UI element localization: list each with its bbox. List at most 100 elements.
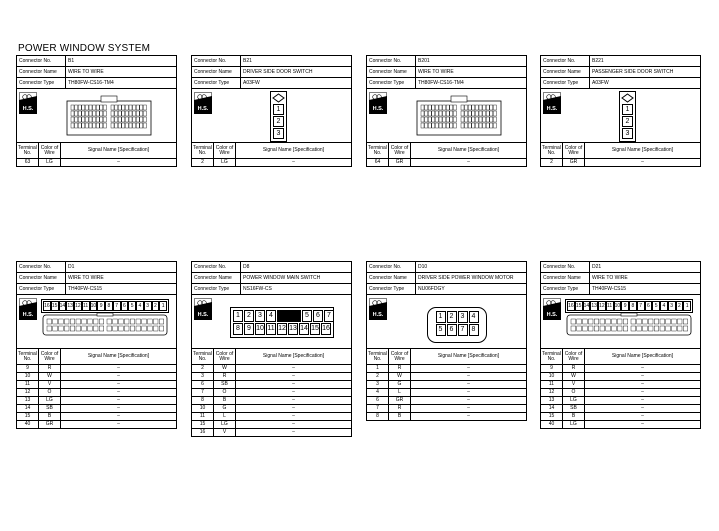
connector-type-label: Connector Type: [191, 77, 241, 89]
pin-cell: 15: [50, 301, 59, 311]
signal-name-cell: –: [410, 380, 527, 389]
terminal-no-cell: 11: [191, 412, 214, 421]
pin-cell: 12: [277, 323, 287, 335]
pin-cell: 4: [468, 311, 479, 323]
connector-body-40pin: [42, 313, 168, 336]
table-row: 8 B –: [191, 396, 352, 405]
signal-name-cell: –: [584, 404, 701, 413]
connector-no-label: Connector No.: [191, 261, 241, 273]
connector-name-value: PASSENGER SIDE DOOR SWITCH: [589, 66, 701, 78]
table-row: 9 R –: [540, 364, 701, 373]
connector-name-value: WIRE TO WIRE: [65, 272, 177, 284]
pin-cell: 7: [324, 310, 334, 322]
terminal-no-cell: 7: [191, 388, 214, 397]
connector-name-value: DRIVER SIDE POWER WINDOW MOTOR: [415, 272, 527, 284]
terminal-no-cell: 3: [191, 372, 214, 381]
terminal-no-cell: 2: [366, 372, 389, 381]
terminal-no-cell: 15: [191, 420, 214, 429]
wire-color-cell: G: [213, 404, 236, 413]
pin-cell: 9: [97, 301, 105, 311]
signal-name-cell: –: [235, 364, 352, 373]
pin-cell: 14: [582, 301, 591, 311]
signal-name-cell: –: [60, 420, 177, 429]
hs-icon: H.S.: [369, 92, 387, 114]
signal-name-cell: –: [235, 372, 352, 381]
pin-cell: 2: [244, 310, 254, 322]
pin-cell: 4: [660, 301, 668, 311]
signal-name-cell: –: [60, 396, 177, 405]
wire-color-cell: V: [562, 380, 585, 389]
table-row: 8 B –: [366, 412, 527, 421]
connector-diagram: H.S.: [16, 89, 177, 142]
connector-face-80pin: [416, 95, 502, 136]
pin-cell: 5: [128, 301, 136, 311]
latch-icon: [621, 93, 634, 103]
terminal-no-cell: 11: [16, 380, 39, 389]
table-row: 7 O –: [191, 388, 352, 397]
signal-name-header: Signal Name [Specification]: [410, 142, 527, 159]
wire-color-cell: W: [38, 372, 61, 381]
terminal-no-cell: 1: [366, 364, 389, 373]
pin-cell: 2: [151, 301, 160, 311]
wire-color-cell: R: [213, 372, 236, 381]
terminal-no-cell: 12: [16, 388, 39, 397]
signal-name-cell: –: [410, 396, 527, 405]
pin-cell: 8: [233, 323, 243, 335]
connector-no-value: D21: [589, 261, 701, 273]
pin-cell: 11: [81, 301, 90, 311]
signal-name-cell: –: [584, 364, 701, 373]
signal-name-cell: –: [235, 158, 352, 167]
connector-type-label: Connector Type: [191, 283, 241, 295]
table-row: 10 W –: [16, 372, 177, 381]
signal-name-cell: –: [235, 420, 352, 429]
connector-name-label: Connector Name: [16, 272, 66, 284]
wire-color-cell: R: [562, 364, 585, 373]
wire-color-cell: B: [388, 412, 411, 421]
terminal-no-header: Terminal No.: [191, 142, 214, 159]
table-row: 2 W –: [366, 372, 527, 381]
color-of-wire-header: Color of Wire: [388, 142, 411, 159]
wire-color-cell: V: [38, 380, 61, 389]
wire-color-cell: LG: [562, 420, 585, 429]
connector-no-value: B1: [65, 55, 177, 67]
pin-cell: 5: [652, 301, 660, 311]
table-row: 16 V –: [191, 428, 352, 437]
color-of-wire-header: Color of Wire: [213, 348, 236, 365]
connector-type-label: Connector Type: [366, 283, 416, 295]
terminal-no-cell: 2: [191, 364, 214, 373]
pin-cell: 9: [244, 323, 254, 335]
pin-cell: 7: [112, 301, 121, 311]
pin-cell: 9: [621, 301, 629, 311]
connector-no-value: B201: [415, 55, 527, 67]
terminal-no-header: Terminal No.: [16, 142, 39, 159]
table-row: 13 LG –: [540, 396, 701, 405]
signal-name-header: Signal Name [Specification]: [60, 348, 177, 365]
connector-no-value: D10: [415, 261, 527, 273]
pin-cell: 15: [310, 323, 320, 335]
pin-cell: 3: [255, 310, 265, 322]
wire-color-cell: O: [213, 388, 236, 397]
connector-type-value: TH40FW-CS15: [589, 283, 701, 295]
terminal-no-cell: 40: [540, 420, 563, 429]
pin-cell: 10: [613, 301, 622, 311]
terminal-no-header: Terminal No.: [366, 348, 389, 365]
connector-no-value: D1: [65, 261, 177, 273]
pin-cell: 1: [273, 104, 284, 115]
table-row: 64 GR –: [366, 158, 527, 167]
terminal-no-cell: 10: [16, 372, 39, 381]
color-of-wire-header: Color of Wire: [38, 142, 61, 159]
wire-color-cell: SB: [562, 404, 585, 413]
table-row: 7 R –: [366, 404, 527, 413]
hs-icon: H.S.: [543, 298, 561, 320]
connector-type-label: Connector Type: [540, 77, 590, 89]
connector-name-label: Connector Name: [540, 66, 590, 78]
pin-cell: 5: [435, 324, 446, 336]
signal-name-cell: –: [410, 158, 527, 167]
